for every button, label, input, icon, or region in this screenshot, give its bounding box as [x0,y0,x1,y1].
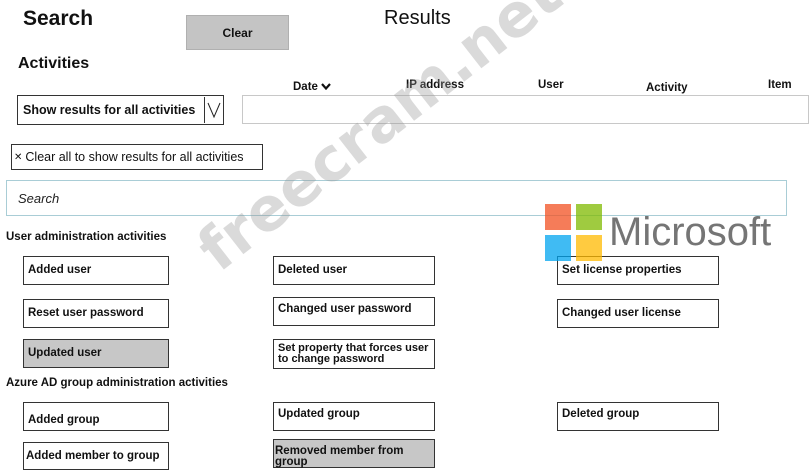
activity-deleted-group[interactable]: Deleted group [557,402,719,431]
microsoft-logo-icon [545,204,605,264]
results-heading: Results [384,7,451,29]
activity-updated-group[interactable]: Updated group [273,402,435,431]
activity-removed-member-from-group[interactable]: Removed member from group [273,439,435,468]
microsoft-logo-text: Microsoft [609,210,772,254]
column-ip-address[interactable]: IP address [406,79,464,91]
activities-dropdown-value: Show results for all activities [23,103,196,117]
clear-all-label: Clear all to show results for all activi… [25,150,244,164]
search-box[interactable] [6,180,787,216]
search-heading: Search [23,7,94,30]
activity-added-group[interactable]: Added group [23,402,169,431]
user-admin-heading: User administration activities [6,231,167,243]
clear-button[interactable]: Clear [186,15,289,50]
activities-dropdown[interactable]: Show results for all activities [17,95,224,125]
activity-set-license-properties[interactable]: Set license properties [557,256,719,285]
results-table [242,95,809,124]
search-input[interactable] [7,181,786,215]
activity-added-member-to-group[interactable]: Added member to group [23,442,169,470]
column-user[interactable]: User [538,79,564,91]
close-icon: ✕ [14,151,23,163]
activity-deleted-user[interactable]: Deleted user [273,256,435,285]
activity-updated-user[interactable]: Updated user [23,339,169,368]
activity-changed-user-password[interactable]: Changed user password [273,297,435,326]
group-admin-heading: Azure AD group administration activities [6,377,228,389]
clear-all-button[interactable]: ✕ Clear all to show results for all acti… [11,144,263,170]
activity-set-property-force-password-change[interactable]: Set property that forces user to change … [273,339,435,369]
activity-added-user[interactable]: Added user [23,256,169,285]
dropdown-arrow-icon[interactable] [204,97,222,123]
column-date-label: Date [293,81,318,94]
column-date[interactable]: Date [293,81,331,93]
activity-changed-user-license[interactable]: Changed user license [557,299,719,328]
activities-heading: Activities [18,55,90,72]
activity-reset-user-password[interactable]: Reset user password [23,299,169,328]
column-activity[interactable]: Activity [646,82,688,94]
chevron-down-icon [321,81,331,93]
column-item[interactable]: Item [768,79,792,91]
